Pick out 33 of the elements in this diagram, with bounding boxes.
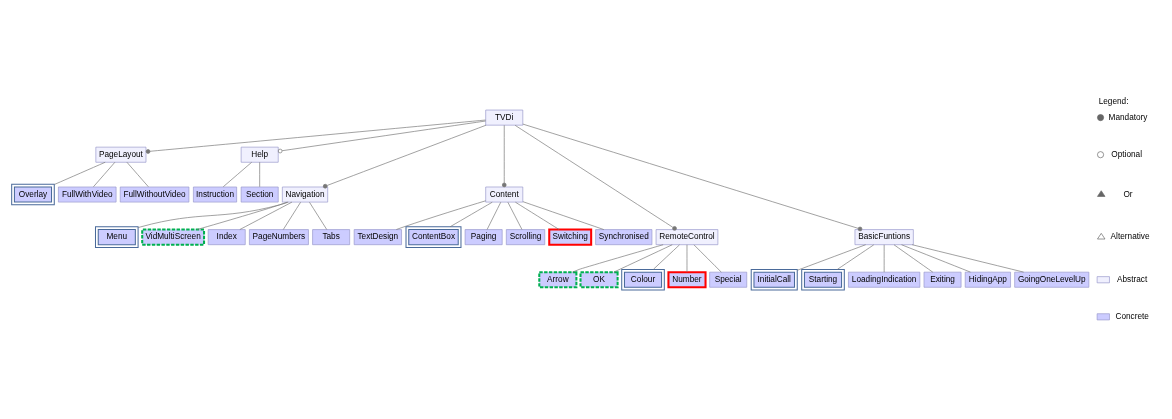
connector — [693, 243, 722, 272]
connector — [572, 243, 664, 272]
connector — [522, 200, 605, 230]
connector — [653, 243, 680, 270]
connector — [797, 243, 867, 271]
connector — [883, 243, 885, 272]
connector — [449, 201, 493, 227]
connector — [145, 119, 486, 154]
connector — [507, 201, 523, 230]
connector — [613, 243, 673, 272]
connector — [911, 243, 1024, 272]
connector — [277, 120, 486, 153]
connector — [901, 243, 971, 272]
connector — [893, 243, 934, 272]
connector — [486, 201, 502, 230]
connector — [502, 124, 507, 187]
connector — [196, 201, 288, 230]
connector — [239, 201, 293, 230]
connector — [137, 201, 289, 228]
connector — [54, 161, 106, 185]
connector — [515, 201, 560, 230]
connector — [522, 123, 863, 231]
connector — [686, 243, 688, 272]
connector — [514, 124, 677, 231]
connector — [126, 161, 149, 187]
connector — [259, 161, 261, 187]
connector — [222, 161, 253, 187]
connector — [282, 201, 301, 230]
connector — [93, 161, 116, 187]
connector — [322, 124, 487, 188]
connector — [837, 243, 875, 270]
connector — [396, 199, 487, 230]
connector — [309, 201, 328, 230]
